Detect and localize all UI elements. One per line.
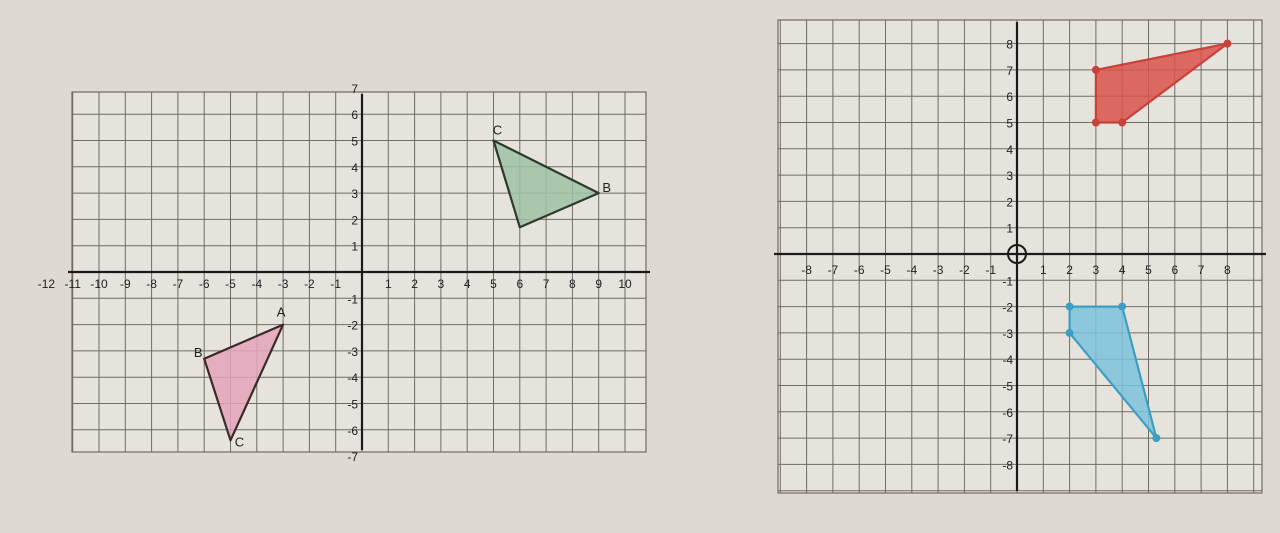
right-y-tick-label: 8 [1006, 38, 1013, 52]
left-x-tick-label: 5 [490, 277, 497, 291]
right-y-tick-label: -5 [1002, 380, 1013, 394]
left-x-tick-label: -11 [64, 277, 81, 291]
left-y-tick-label: -2 [347, 319, 358, 333]
left-x-tick-label: 6 [516, 277, 523, 291]
left-y-tick-label: -5 [347, 398, 358, 412]
left-x-tick-label: 1 [385, 277, 392, 291]
left-y-tick-label: 7 [351, 82, 358, 96]
pink-triangle [203, 323, 285, 442]
right-x-tick-label: 3 [1093, 263, 1100, 277]
left-y-tick-label: -3 [347, 345, 358, 359]
left-y-tick-label: -1 [347, 292, 358, 306]
blue-quadrilateral-vertex-dot [1065, 328, 1074, 337]
right-x-tick-label: 8 [1224, 263, 1231, 277]
right-y-tick-label: 5 [1006, 117, 1013, 131]
right-x-tick-label: -5 [880, 263, 891, 277]
green-triangle [492, 139, 600, 229]
pink-triangle-vertex-label: A [277, 305, 286, 320]
left-y-tick-label: 2 [351, 213, 358, 227]
right-x-tick-label: -7 [828, 263, 839, 277]
blue-quadrilateral-vertex-dot [1118, 302, 1127, 311]
left-x-tick-label: -8 [146, 277, 157, 291]
left-y-tick-label: 6 [351, 108, 358, 122]
right-y-tick-label: -7 [1002, 432, 1013, 446]
left-y-tick-label: 1 [351, 240, 358, 254]
green-triangle-vertex-label: C [493, 123, 502, 138]
right-y-tick-label: 1 [1006, 222, 1013, 236]
left-y-tick-label: -7 [347, 450, 358, 464]
right-x-tick-label: 6 [1171, 263, 1178, 277]
right-y-tick-label: -1 [1002, 274, 1013, 288]
right-y-tick-label: 2 [1006, 195, 1013, 209]
left-y-tick-label: -6 [347, 424, 358, 438]
left-x-tick-label: -2 [304, 277, 315, 291]
pink-triangle-vertex-label: C [235, 434, 244, 449]
right-y-tick-label: 4 [1006, 143, 1013, 157]
right-grid-paper [778, 20, 1262, 493]
left-x-tick-label: 8 [569, 277, 576, 291]
red-quadrilateral-vertex-dot [1223, 39, 1232, 48]
right-x-tick-label: -6 [854, 263, 865, 277]
right-y-tick-label: -8 [1002, 458, 1013, 472]
right-y-tick-label: -4 [1002, 353, 1013, 367]
red-quadrilateral-vertex-dot [1091, 118, 1100, 127]
left-x-tick-label: 9 [595, 277, 602, 291]
right-y-tick-label: -2 [1002, 301, 1013, 315]
left-y-tick-label: 5 [351, 135, 358, 149]
right-x-tick-label: -4 [906, 263, 917, 277]
left-x-tick-label: 7 [543, 277, 550, 291]
right-y-tick-label: 3 [1006, 169, 1013, 183]
left-y-tick-label: 3 [351, 187, 358, 201]
right-x-tick-label: 2 [1066, 263, 1073, 277]
right-grid-border [777, 19, 1263, 494]
right-x-tick-label: -8 [801, 263, 812, 277]
left-x-tick-label: 10 [618, 277, 632, 291]
left-x-tick-label: -9 [120, 277, 131, 291]
left-x-tick-label: -6 [199, 277, 210, 291]
left-x-tick-label: -3 [278, 277, 289, 291]
origin-marker-icon [1007, 244, 1027, 264]
left-x-tick-label: 2 [411, 277, 418, 291]
right-y-tick-label: 6 [1006, 90, 1013, 104]
right-y-tick-label: -6 [1002, 406, 1013, 420]
right-x-tick-label: 5 [1145, 263, 1152, 277]
red-quadrilateral-vertex-dot [1118, 118, 1127, 127]
green-triangle-vertex-label: B [602, 180, 611, 195]
right-y-tick-label: -3 [1002, 327, 1013, 341]
blue-quadrilateral-vertex-dot [1065, 302, 1074, 311]
right-y-tick-label: 7 [1006, 64, 1013, 78]
right-x-tick-label: 1 [1040, 263, 1047, 277]
left-x-tick-label: 4 [464, 277, 471, 291]
left-x-tick-label: -1 [330, 277, 341, 291]
red-quadrilateral-vertex-dot [1091, 65, 1100, 74]
left-x-tick-label: -5 [225, 277, 236, 291]
right-x-tick-label: 4 [1119, 263, 1126, 277]
left-x-tick-label: -4 [251, 277, 262, 291]
left-x-tick-label: -12 [38, 277, 56, 291]
left-x-tick-label: -7 [173, 277, 184, 291]
left-x-tick-label: 3 [438, 277, 445, 291]
left-x-tick-label: -10 [90, 277, 108, 291]
right-x-tick-label: -3 [933, 263, 944, 277]
pink-triangle-vertex-label: B [194, 345, 203, 360]
right-x-tick-label: 7 [1198, 263, 1205, 277]
right-x-tick-label: -2 [959, 263, 970, 277]
right-x-tick-label: -1 [985, 263, 996, 277]
left-y-tick-label: 4 [351, 161, 358, 175]
left-y-tick-label: -4 [347, 371, 358, 385]
blue-quadrilateral-vertex-dot [1152, 434, 1161, 443]
